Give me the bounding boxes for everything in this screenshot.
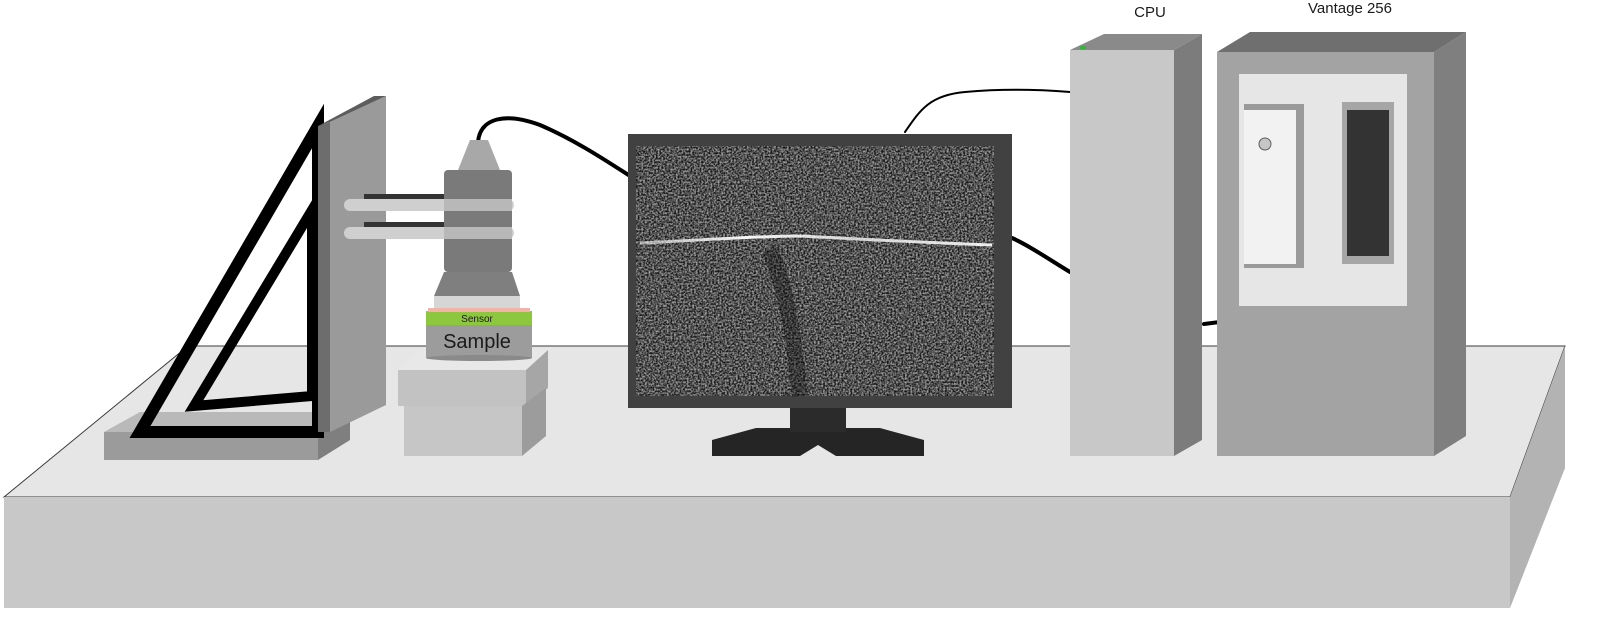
table-side (1510, 346, 1565, 608)
cpu-front (1070, 50, 1174, 456)
ultrasound-speckle-image (636, 146, 994, 396)
sensor-layer (426, 311, 532, 325)
stand-post-top (318, 96, 386, 126)
stand-frame-inner (184, 192, 317, 412)
holder-rod-bottom-shadow (364, 222, 454, 228)
sample-platform: Sensor Sample (398, 308, 548, 456)
sample-label: Sample (443, 331, 511, 353)
probe-tip (458, 140, 500, 170)
cpu-side (1174, 34, 1202, 456)
vantage-slot-left (1244, 110, 1296, 264)
monitor (628, 134, 1012, 456)
probe-cable (476, 116, 632, 178)
probe-band-1 (444, 199, 512, 211)
sensor-gel (428, 308, 530, 312)
probe-band-2 (444, 227, 512, 239)
vantage-display-window (1347, 110, 1389, 256)
sensor-label: Sensor (461, 314, 493, 325)
ultrasound-probe (434, 140, 520, 308)
probe-body (444, 170, 512, 272)
table-front (4, 497, 1510, 608)
cpu-tower: CPU (1070, 4, 1202, 456)
ultrasound-bright-line (639, 234, 993, 247)
platform-base-side (522, 388, 546, 456)
ultrasound-shadow (762, 247, 808, 397)
vantage-connector-port (1258, 137, 1272, 151)
probe-face (434, 296, 520, 308)
monitor-stand-neck (790, 406, 846, 432)
vantage-label: Vantage 256 (1308, 0, 1392, 17)
stand-base (104, 432, 318, 460)
vantage-256-system: Vantage 256 (1217, 0, 1466, 456)
cpu-top (1070, 34, 1202, 50)
vantage-top (1217, 32, 1466, 52)
stand-post-front (330, 96, 386, 432)
sample-block-bottom (426, 355, 532, 361)
monitor-cpu-cable-top (904, 88, 1071, 133)
cpu-label: CPU (1134, 4, 1166, 21)
platform-base (404, 406, 522, 456)
monitor-cpu-cable (1010, 236, 1072, 274)
cpu-power-led (1080, 46, 1086, 49)
platform-front (398, 370, 526, 406)
stand (104, 96, 386, 460)
stand-post-edge (318, 122, 330, 432)
holder-rod-top-shadow (364, 194, 454, 200)
sample-block (426, 324, 532, 358)
monitor-stand-foot (712, 428, 924, 456)
vantage-side (1434, 32, 1466, 456)
probe-head (434, 272, 520, 296)
